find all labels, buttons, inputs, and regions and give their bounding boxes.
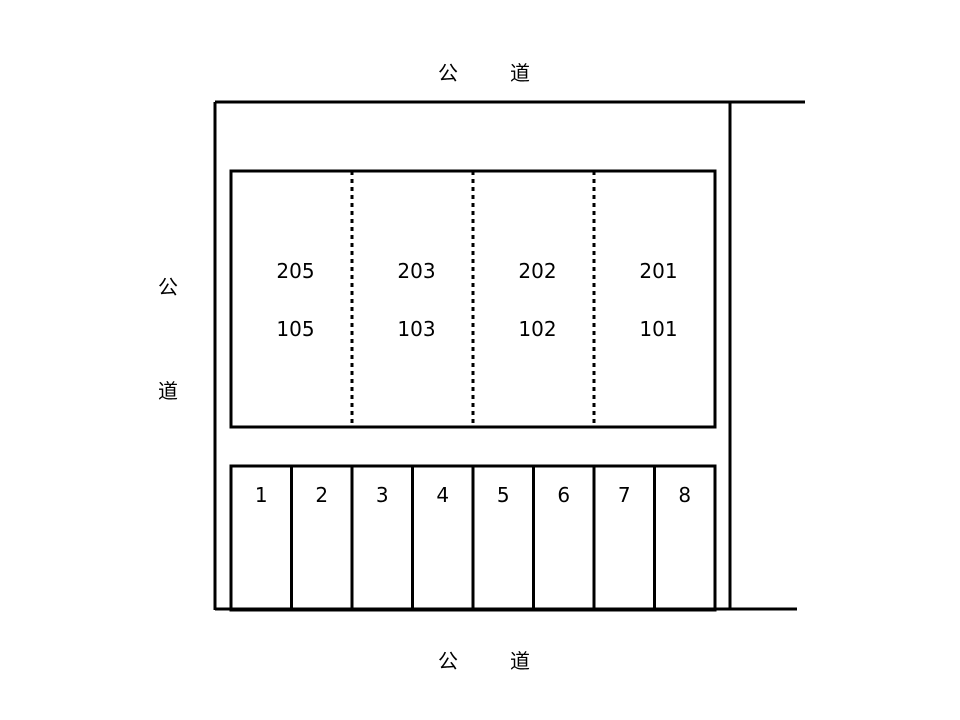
parking-space-number: 7	[618, 483, 631, 507]
unit-number-upper: 202	[518, 259, 556, 283]
road-top-char-2: 道	[510, 61, 530, 85]
parking-space-number: 8	[678, 483, 691, 507]
unit-number-lower: 103	[397, 317, 435, 341]
road-top-char-1: 公	[438, 61, 458, 85]
parking-space-number: 2	[315, 483, 328, 507]
parking-labels: 1 2 3 4 5 6 7 8	[255, 483, 691, 507]
unit-number-lower: 102	[518, 317, 556, 341]
unit-labels: 205 105 203 103 202 102 201 101	[276, 259, 677, 341]
unit-number-upper: 203	[397, 259, 435, 283]
parking-space-number: 4	[436, 483, 449, 507]
road-left-char-1: 公	[158, 275, 178, 299]
parking-space-number: 6	[557, 483, 570, 507]
unit-number-lower: 101	[639, 317, 677, 341]
road-bottom-char-2: 道	[510, 649, 530, 673]
parking-dividers	[290, 466, 656, 610]
parking-space-number: 3	[376, 483, 389, 507]
unit-number-upper: 205	[276, 259, 314, 283]
parking-space-number: 5	[497, 483, 510, 507]
road-bottom-char-1: 公	[438, 649, 458, 673]
unit-number-lower: 105	[276, 317, 314, 341]
road-left-char-2: 道	[158, 379, 178, 403]
parking-space-number: 1	[255, 483, 268, 507]
unit-number-upper: 201	[639, 259, 677, 283]
